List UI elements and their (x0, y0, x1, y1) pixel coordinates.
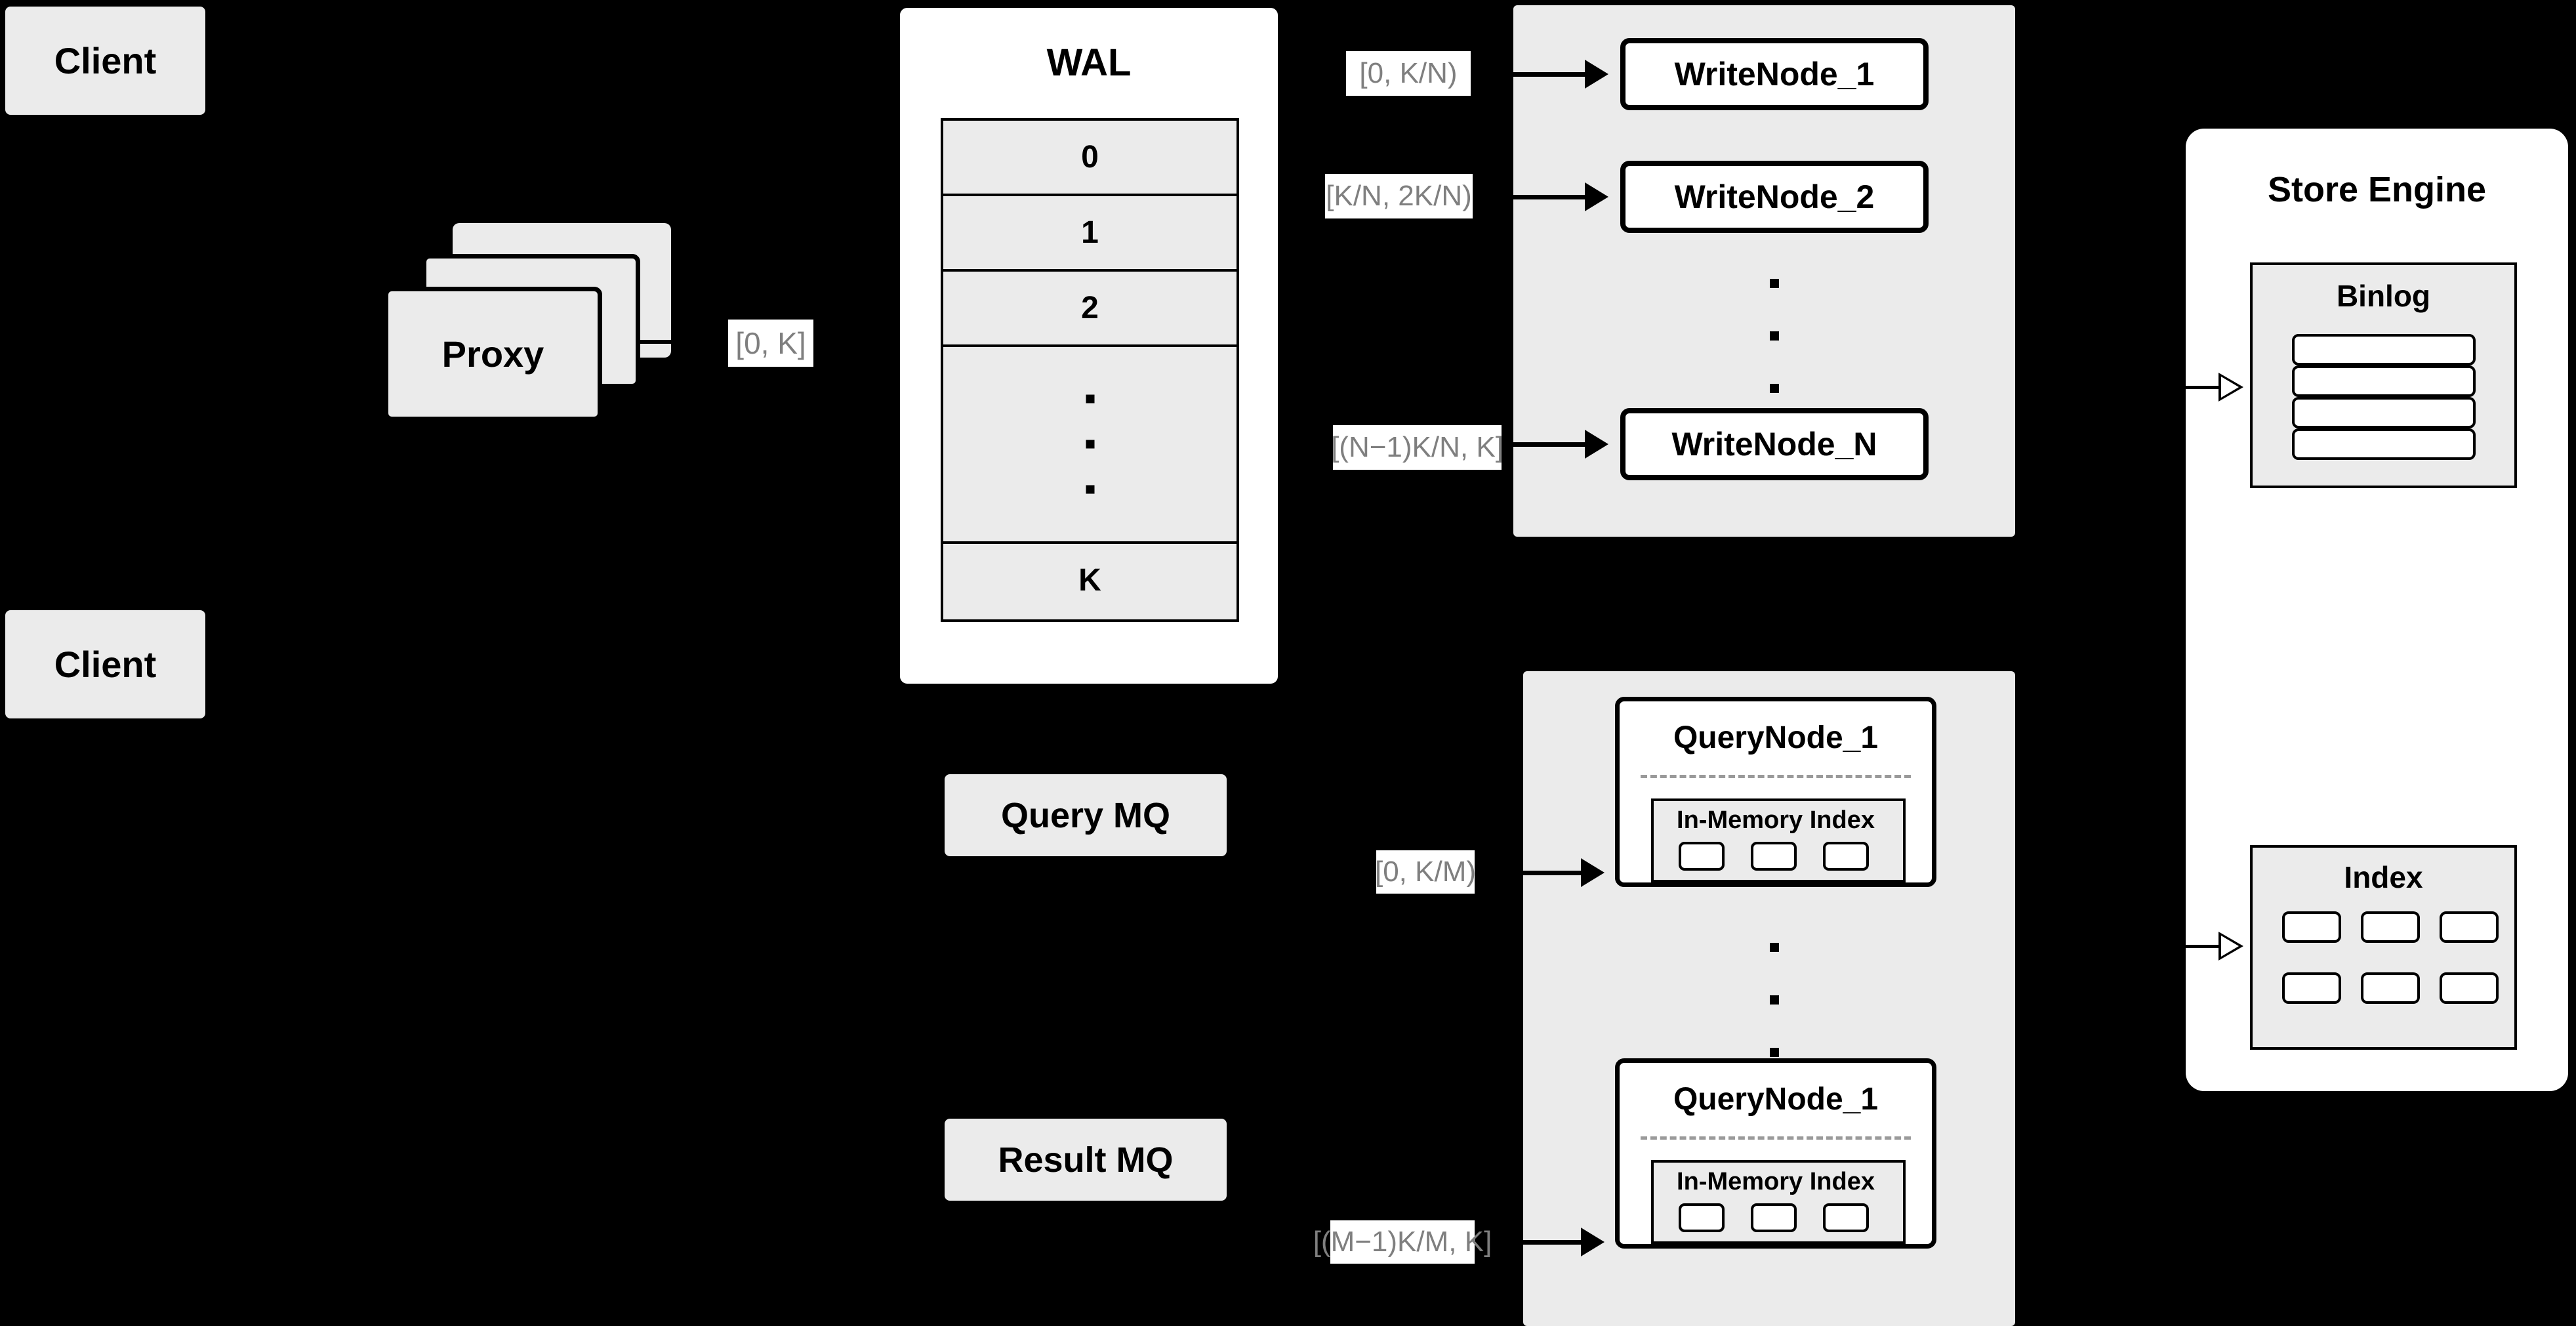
query-node-m-title: QueryNode_1 (1673, 1082, 1879, 1117)
arrow-head-to-index (2218, 932, 2243, 961)
result-mq-label: Result MQ (998, 1140, 1174, 1180)
query-node-m-inmemory-index: In-Memory Index (1651, 1160, 1906, 1244)
query-node-m-divider (1641, 1136, 1911, 1140)
query-node-1-index-title: In-Memory Index (1677, 806, 1875, 834)
wal-row-k[interactable]: K (943, 544, 1237, 616)
result-mq-box[interactable]: Result MQ (945, 1119, 1227, 1201)
store-engine-title: Store Engine (2267, 170, 2487, 209)
edge-label-proxy-to-wal: [0, K] (728, 320, 813, 367)
arrow-line-to-index (2175, 945, 2220, 948)
client-label-2: Client (54, 644, 157, 685)
arrow-line-write-2 (1474, 195, 1587, 199)
query-node-1[interactable]: QueryNode_1 In-Memory Index (1615, 697, 1936, 887)
index-entry-6[interactable] (2440, 972, 2499, 1004)
query-node-1-segment-3[interactable] (1823, 842, 1869, 871)
arrow-head-query-1 (1581, 858, 1605, 887)
edge-label-query-1: [0, K/M) (1375, 850, 1476, 894)
proxy-label: Proxy (441, 333, 544, 375)
edge-label-write-1: [0, K/N) (1346, 51, 1471, 96)
binlog-entry-1[interactable] (2292, 334, 2476, 365)
edge-label-write-n: [(N−1)K/N, K] (1331, 425, 1503, 470)
edge-label-write-2: [K/N, 2K/N) (1325, 174, 1473, 218)
query-node-m[interactable]: QueryNode_1 In-Memory Index (1615, 1058, 1936, 1249)
wal-table: 0 1 2 K (941, 118, 1239, 622)
query-node-1-inmemory-index: In-Memory Index (1651, 798, 1906, 882)
write-node-2[interactable]: WriteNode_2 (1620, 161, 1929, 233)
query-node-m-segment-2[interactable] (1751, 1203, 1797, 1232)
edge-label-query-m: [(M−1)K/M, K] (1313, 1220, 1492, 1264)
query-node-m-index-title: In-Memory Index (1677, 1168, 1875, 1195)
arrow-line-write-n (1474, 442, 1587, 447)
index-title: Index (2344, 860, 2423, 894)
query-node-1-title: QueryNode_1 (1673, 720, 1879, 755)
index-entry-2[interactable] (2361, 911, 2420, 943)
binlog-entry-3[interactable] (2292, 397, 2476, 428)
write-node-n[interactable]: WriteNode_N (1620, 408, 1929, 480)
arrow-head-write-2 (1585, 182, 1608, 211)
binlog-panel: Binlog (2250, 262, 2517, 488)
query-node-1-segment-2[interactable] (1751, 842, 1797, 871)
index-entry-3[interactable] (2440, 911, 2499, 943)
binlog-entry-2[interactable] (2292, 365, 2476, 397)
arrow-line-query-m (1475, 1240, 1583, 1245)
index-entry-5[interactable] (2361, 972, 2420, 1004)
query-mq-label: Query MQ (1000, 795, 1171, 835)
arrow-line-to-binlog (2175, 386, 2220, 389)
query-node-vertical-dots (1770, 943, 1779, 1057)
write-node-vertical-dots (1770, 279, 1779, 393)
wal-vertical-dots (1086, 394, 1094, 494)
query-node-m-segment-3[interactable] (1823, 1203, 1869, 1232)
client-box-2[interactable]: Client (5, 610, 205, 718)
wal-title: WAL (1046, 41, 1132, 84)
wal-row-1[interactable]: 1 (943, 196, 1237, 272)
wal-row-0[interactable]: 0 (943, 121, 1237, 196)
proxy-box[interactable]: Proxy (384, 287, 602, 421)
index-panel: Index (2250, 845, 2517, 1050)
binlog-entry-4[interactable] (2292, 428, 2476, 460)
arrow-line-query-1 (1475, 871, 1583, 875)
binlog-title: Binlog (2336, 279, 2431, 313)
arrow-head-to-binlog (2218, 373, 2243, 402)
write-node-1[interactable]: WriteNode_1 (1620, 38, 1929, 110)
arrow-head-write-1 (1585, 60, 1608, 89)
arrow-line-write-1 (1474, 72, 1587, 77)
wal-row-2[interactable]: 2 (943, 272, 1237, 347)
query-node-1-divider (1641, 775, 1911, 778)
arrow-head-write-n (1585, 430, 1608, 459)
client-label-1: Client (54, 40, 157, 81)
index-entry-4[interactable] (2282, 972, 2341, 1004)
proxy-wal-connector-stub (640, 340, 676, 344)
query-node-1-segment-1[interactable] (1679, 842, 1725, 871)
client-box-1[interactable]: Client (5, 7, 205, 115)
query-node-m-segment-1[interactable] (1679, 1203, 1725, 1232)
query-mq-box[interactable]: Query MQ (945, 774, 1227, 856)
index-entry-1[interactable] (2282, 911, 2341, 943)
wal-row-ellipsis (943, 347, 1237, 544)
arrow-head-query-m (1581, 1228, 1605, 1256)
